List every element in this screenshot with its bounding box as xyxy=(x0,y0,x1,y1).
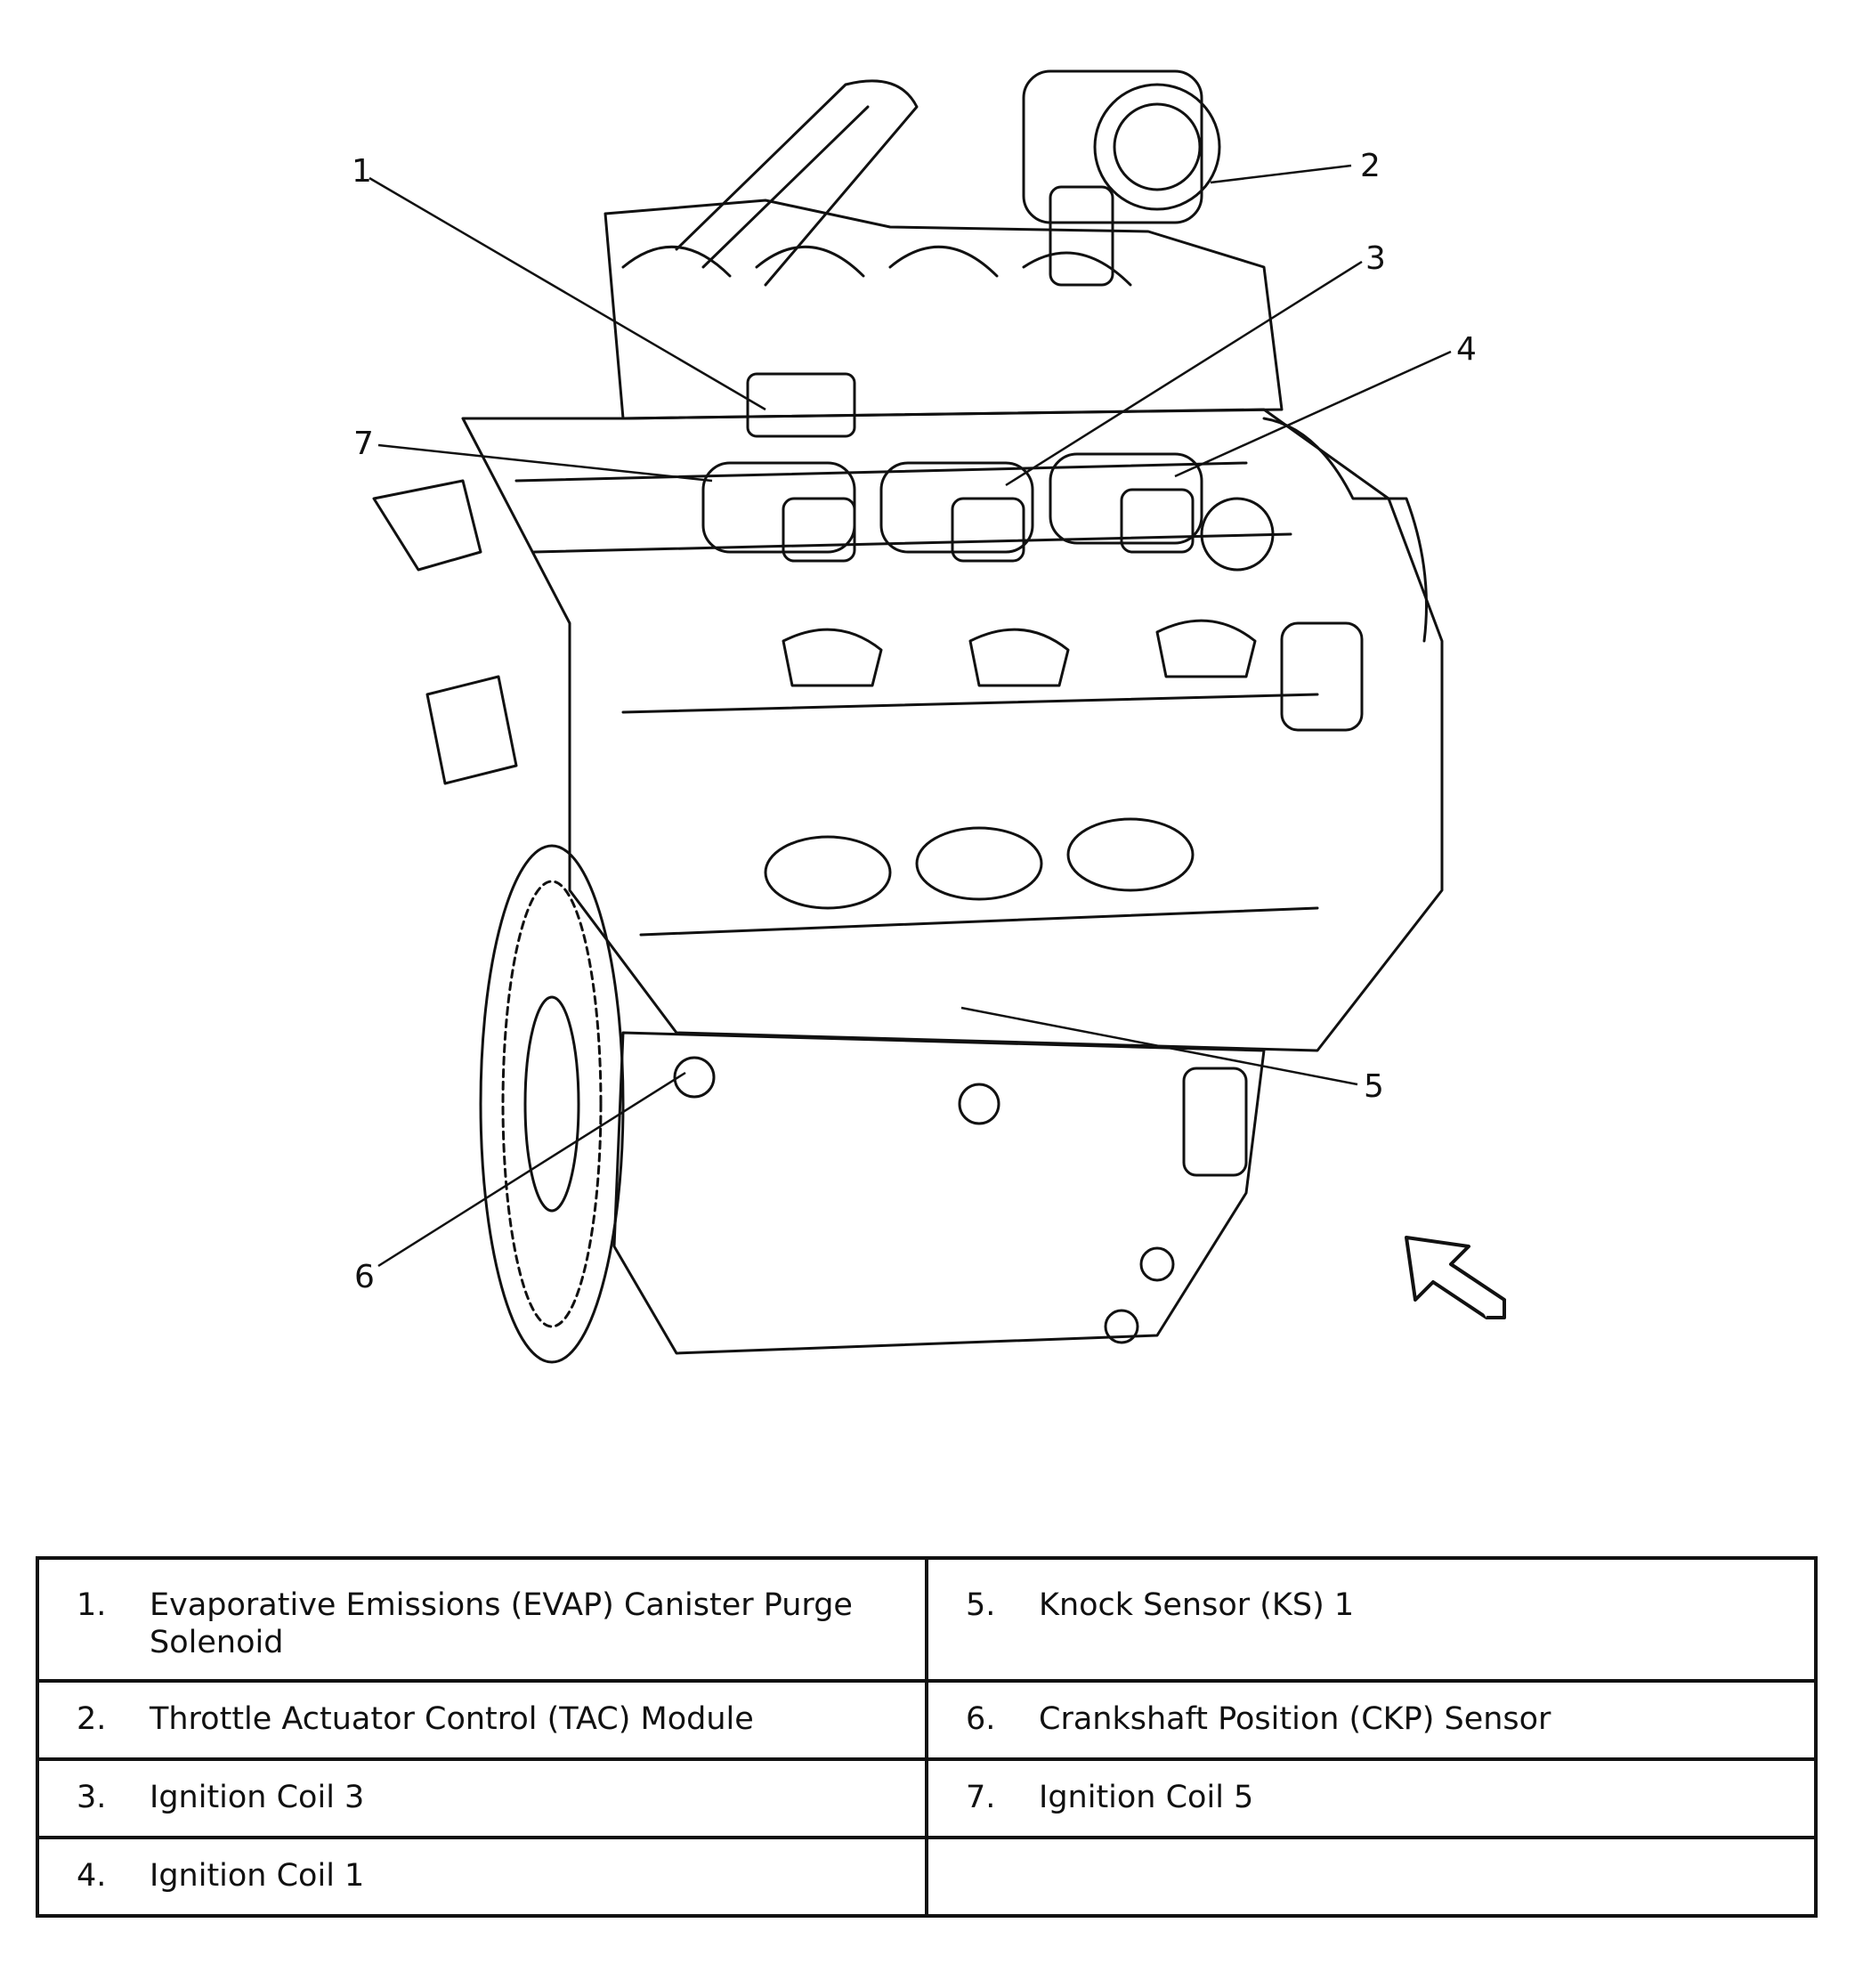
callout-3: 3 xyxy=(1365,240,1386,277)
legend-number: 6. xyxy=(966,1701,996,1737)
legend-label: Crankshaft Position (CKP) Sensor xyxy=(1039,1701,1551,1737)
leader-line-4 xyxy=(1174,350,1452,478)
callout-5: 5 xyxy=(1364,1068,1384,1105)
leader-line-6 xyxy=(377,1071,686,1268)
legend-label: Ignition Coil 1 xyxy=(150,1858,365,1894)
leader-line-1 xyxy=(369,176,766,411)
legend-number: 4. xyxy=(77,1858,107,1894)
callout-4: 4 xyxy=(1456,331,1477,368)
leader-line-3 xyxy=(1005,260,1363,487)
legend-label: Knock Sensor (KS) 1 xyxy=(1039,1587,1355,1623)
legend-row: 4. Ignition Coil 1 xyxy=(36,1836,1818,1918)
engine-illustration xyxy=(372,69,1444,1364)
legend-number: 7. xyxy=(966,1780,996,1815)
callout-6: 6 xyxy=(354,1259,375,1295)
legend-cell-empty xyxy=(925,1836,1818,1918)
legend-cell: 7. Ignition Coil 5 xyxy=(925,1757,1818,1839)
callout-7: 7 xyxy=(353,426,374,462)
legend-label: Throttle Actuator Control (TAC) Module xyxy=(150,1701,754,1737)
callout-1: 1 xyxy=(352,153,372,190)
legend-label: Ignition Coil 3 xyxy=(150,1780,365,1815)
legend-cell: 6. Crankshaft Position (CKP) Sensor xyxy=(925,1679,1818,1761)
engine-diagram: 1 2 3 4 5 6 7 xyxy=(352,69,1506,1364)
legend-label: Evaporative Emissions (EVAP) Canister Pu… xyxy=(150,1587,853,1660)
legend-number: 2. xyxy=(77,1701,107,1737)
legend-number: 3. xyxy=(77,1780,107,1815)
legend-cell: 1. Evaporative Emissions (EVAP) Canister… xyxy=(36,1556,928,1683)
legend-table: 1. Evaporative Emissions (EVAP) Canister… xyxy=(36,1556,1818,1918)
legend-cell: 2. Throttle Actuator Control (TAC) Modul… xyxy=(36,1679,928,1761)
legend-row: 1. Evaporative Emissions (EVAP) Canister… xyxy=(36,1556,1818,1683)
leader-line-5 xyxy=(960,1006,1358,1086)
callout-2: 2 xyxy=(1360,148,1381,184)
leader-line-7 xyxy=(377,443,713,483)
legend-label: Ignition Coil 5 xyxy=(1039,1780,1254,1815)
legend-row: 2. Throttle Actuator Control (TAC) Modul… xyxy=(36,1679,1818,1761)
legend-number: 5. xyxy=(966,1587,996,1623)
legend-cell: 3. Ignition Coil 3 xyxy=(36,1757,928,1839)
legend-cell: 4. Ignition Coil 1 xyxy=(36,1836,928,1918)
legend-row: 3. Ignition Coil 3 7. Ignition Coil 5 xyxy=(36,1757,1818,1839)
legend-cell: 5. Knock Sensor (KS) 1 xyxy=(925,1556,1818,1683)
direction-arrow-icon xyxy=(1405,1236,1506,1319)
legend-number: 1. xyxy=(77,1587,107,1623)
leader-line-2 xyxy=(1210,164,1352,184)
leader-lines xyxy=(369,164,1452,1268)
